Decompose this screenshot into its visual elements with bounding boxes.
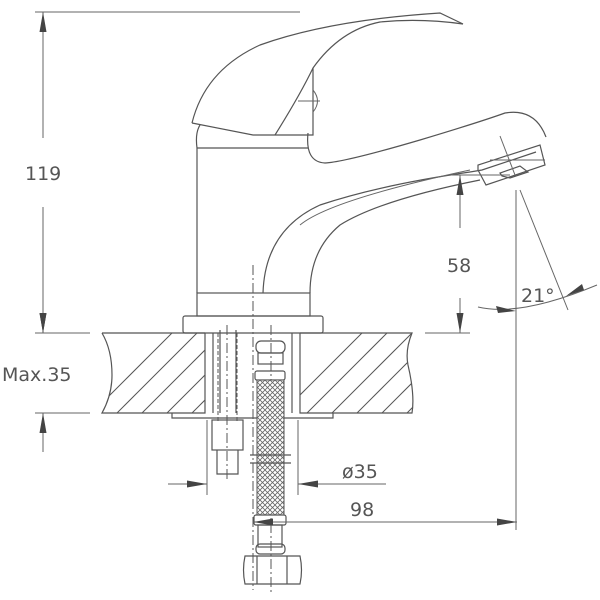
arrow-right-icon (497, 518, 517, 526)
faucet-body (196, 147, 481, 294)
arrow-down-icon (39, 313, 47, 333)
countertop-section (100, 332, 414, 419)
aerator (477, 135, 546, 186)
arrow-up-icon (39, 413, 47, 433)
dimension-hole-diameter: ø35 (168, 420, 386, 495)
dimension-label-98: 98 (350, 499, 374, 521)
dimension-spout-reach: 98 (253, 499, 517, 526)
spout (307, 111, 547, 173)
arrow-down-icon (456, 313, 464, 333)
lever-handle (191, 12, 464, 149)
dimension-total-height: 119 (25, 11, 300, 333)
dimension-label-d35: ø35 (342, 461, 378, 483)
arrow-up-icon (456, 175, 464, 195)
hex-nut (242, 555, 303, 585)
dimension-label-58: 58 (447, 255, 471, 277)
arrow-right-icon (496, 306, 516, 313)
arrow-left-icon (566, 284, 584, 296)
dimension-label-119: 119 (25, 163, 61, 185)
arrow-up-icon (39, 12, 47, 32)
arrow-left-icon (253, 518, 273, 526)
dimension-spout-angle: 21° (477, 189, 598, 530)
arrow-right-icon (187, 480, 207, 488)
dimension-max-thickness: Max.35 (2, 313, 72, 452)
braided-supply-hose (250, 265, 291, 592)
arrow-left-icon (298, 480, 318, 488)
threaded-stud (211, 325, 244, 482)
dimension-label-21-deg: 21° (521, 285, 555, 307)
dimension-spout-height: 58 (425, 174, 510, 334)
dimension-label-max-35: Max.35 (2, 364, 72, 386)
